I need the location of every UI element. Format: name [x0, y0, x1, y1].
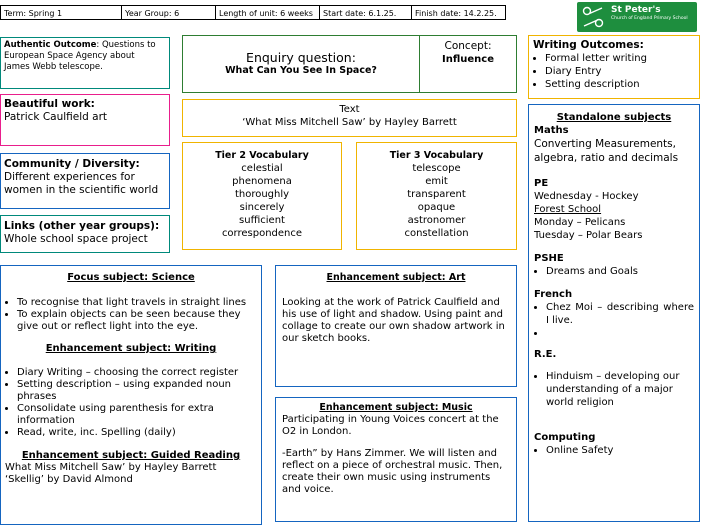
- art-text: Looking at the work of Patrick Caulfield…: [282, 297, 505, 344]
- list-item: Setting description: [545, 78, 695, 91]
- community-title: Community / Diversity:: [4, 158, 140, 170]
- list-item: Dreams and Goals: [546, 265, 694, 278]
- list-item: Setting description – using expanded nou…: [17, 379, 257, 403]
- list-item: opaque: [417, 202, 456, 213]
- re-title: R.E.: [534, 349, 557, 360]
- standalone-title: Standalone subjects: [556, 112, 672, 123]
- writing-outcomes-list: Formal letter writing Diary Entry Settin…: [533, 52, 695, 91]
- beautiful-work-title: Beautiful work:: [4, 98, 95, 110]
- school-name: St Peter's: [611, 5, 661, 15]
- standalone-subjects-box: Standalone subjects Maths Converting Mea…: [528, 104, 700, 522]
- community-box: Community / Diversity: Different experie…: [0, 153, 170, 209]
- header-length: Length of unit: 6 weeks: [215, 5, 320, 20]
- tier2-vocabulary-box: Tier 2 Vocabulary celestial phenomena th…: [182, 142, 342, 250]
- enquiry-label: Enquiry question:: [246, 50, 356, 65]
- science-title: Focus subject: Science: [67, 272, 195, 283]
- header-year-group: Year Group: 6: [121, 5, 216, 20]
- links-text: Whole school space project: [4, 233, 148, 245]
- list-item: sufficient: [239, 215, 285, 226]
- school-subtitle: Church of England Primary School: [611, 16, 688, 21]
- list-item: To explain objects can be seen because t…: [17, 309, 257, 333]
- beautiful-work-box: Beautiful work: Patrick Caulfield art: [0, 94, 170, 146]
- science-focus-box: Focus subject: Science To recognise that…: [0, 265, 262, 525]
- tier3-title: Tier 3 Vocabulary: [389, 150, 484, 161]
- list-item: [546, 327, 694, 340]
- list-item: Formal letter writing: [545, 52, 695, 65]
- music-text-2: -Earth” by Hans Zimmer. We will listen a…: [282, 448, 503, 495]
- music-text-1: Participating in Young Voices concert at…: [282, 414, 499, 437]
- concept-box: Concept: Influence: [419, 35, 517, 93]
- header-finish-date: Finish date: 14.2.25.: [411, 5, 506, 20]
- list-item: emit: [425, 176, 448, 187]
- beautiful-work-text: Patrick Caulfield art: [4, 111, 108, 123]
- list-item: Hinduism – developing our understanding …: [546, 370, 694, 409]
- text-box: Text ‘What Miss Mitchell Saw’ by Hayley …: [182, 99, 517, 137]
- writing-outcomes-title: Writing Outcomes:: [533, 39, 644, 51]
- pshe-title: PSHE: [534, 253, 564, 264]
- authentic-outcome-label: Authentic Outcome: [4, 40, 97, 50]
- music-title: Enhancement subject: Music: [319, 402, 473, 413]
- list-item: Diary Writing – choosing the correct reg…: [17, 367, 257, 379]
- links-title: Links (other year groups):: [4, 220, 160, 232]
- writing-enhancement-title: Enhancement subject: Writing: [45, 343, 217, 354]
- list-item: Online Safety: [546, 444, 694, 457]
- list-item: sincerely: [239, 202, 285, 213]
- school-logo: St Peter's Church of England Primary Sch…: [577, 2, 697, 32]
- keys-icon: [582, 6, 604, 28]
- french-title: French: [534, 289, 573, 300]
- concept-label: Concept:: [444, 40, 492, 52]
- header-term: Term: Spring 1: [0, 5, 122, 20]
- links-box: Links (other year groups): Whole school …: [0, 215, 170, 253]
- art-title: Enhancement subject: Art: [326, 272, 466, 283]
- list-item: To recognise that light travels in strai…: [17, 297, 257, 309]
- list-item: thoroughly: [234, 189, 290, 200]
- text-label: Text: [339, 104, 360, 115]
- list-item: astronomer: [407, 215, 466, 226]
- list-item: phenomena: [232, 176, 292, 187]
- list-item: constellation: [404, 228, 469, 239]
- list-item: Consolidate using parenthesis for extra …: [17, 403, 257, 427]
- list-item: telescope: [412, 163, 461, 174]
- list-item: Read, write, inc. Spelling (daily): [17, 427, 257, 439]
- list-item: transparent: [407, 189, 466, 200]
- music-enhancement-box: Enhancement subject: Music Participating…: [275, 397, 517, 522]
- guided-reading-title: Enhancement subject: Guided Reading: [21, 450, 241, 461]
- computing-title: Computing: [534, 432, 596, 443]
- list-item: celestial: [241, 163, 283, 174]
- header-start-date: Start date: 6.1.25.: [319, 5, 412, 20]
- writing-outcomes-box: Writing Outcomes: Formal letter writing …: [528, 35, 700, 99]
- tier2-title: Tier 2 Vocabulary: [215, 150, 309, 161]
- enquiry-question-box: Enquiry question: What Can You See In Sp…: [182, 35, 420, 93]
- list-item: Chez Moi – describing where I live.: [546, 301, 694, 327]
- enquiry-question: What Can You See In Space?: [225, 65, 377, 76]
- maths-title: Maths: [534, 125, 569, 136]
- list-item: Diary Entry: [545, 65, 695, 78]
- list-item: correspondence: [221, 228, 303, 239]
- pe-title: PE: [534, 178, 549, 189]
- concept-value: Influence: [442, 54, 494, 65]
- art-enhancement-box: Enhancement subject: Art Looking at the …: [275, 265, 517, 387]
- tier3-vocabulary-box: Tier 3 Vocabulary telescope emit transpa…: [356, 142, 517, 250]
- text-value: ‘What Miss Mitchell Saw’ by Hayley Barre…: [242, 117, 457, 128]
- authentic-outcome-box: Authentic Outcome: Questions to European…: [0, 37, 170, 89]
